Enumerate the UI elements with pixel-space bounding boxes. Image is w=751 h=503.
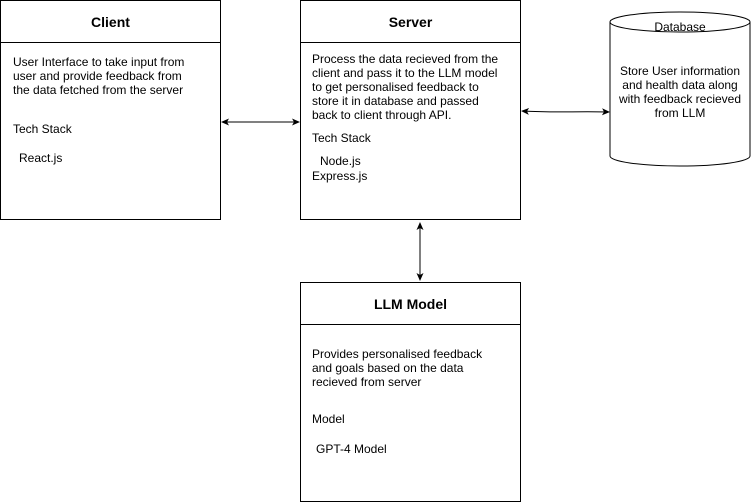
client-tech-stack-heading: Tech Stack [13, 122, 72, 136]
llm-model-box[interactable]: LLM Model Provides personalised feedback… [300, 282, 521, 502]
llm-model-heading: Model [312, 412, 345, 426]
client-description: User Interface to take input from user a… [13, 55, 185, 97]
server-tech-stack-heading: Tech Stack [312, 131, 371, 145]
client-box[interactable]: Client User Interface to take input from… [0, 0, 221, 220]
server-description: Process the data recieved from the clien… [312, 52, 499, 122]
llm-model-name: GPT-4 Model [316, 442, 387, 456]
server-box[interactable]: Server Process the data recieved from th… [300, 0, 521, 220]
server-database-connector [521, 107, 610, 116]
database-title: Database [654, 20, 706, 34]
client-tech-stack-item: React.js [19, 151, 63, 165]
database-description: Store User information and health data a… [618, 64, 742, 120]
llm-model-title: LLM Model [301, 283, 520, 325]
database-cylinder[interactable] [609, 11, 751, 167]
client-title: Client [1, 1, 220, 43]
server-title: Server [301, 1, 520, 43]
server-tech-stack-item-express: Express.js [312, 169, 368, 183]
server-tech-stack-item-node: Node.js [320, 154, 361, 168]
llm-model-description: Provides personalised feedback and goals… [312, 347, 483, 389]
